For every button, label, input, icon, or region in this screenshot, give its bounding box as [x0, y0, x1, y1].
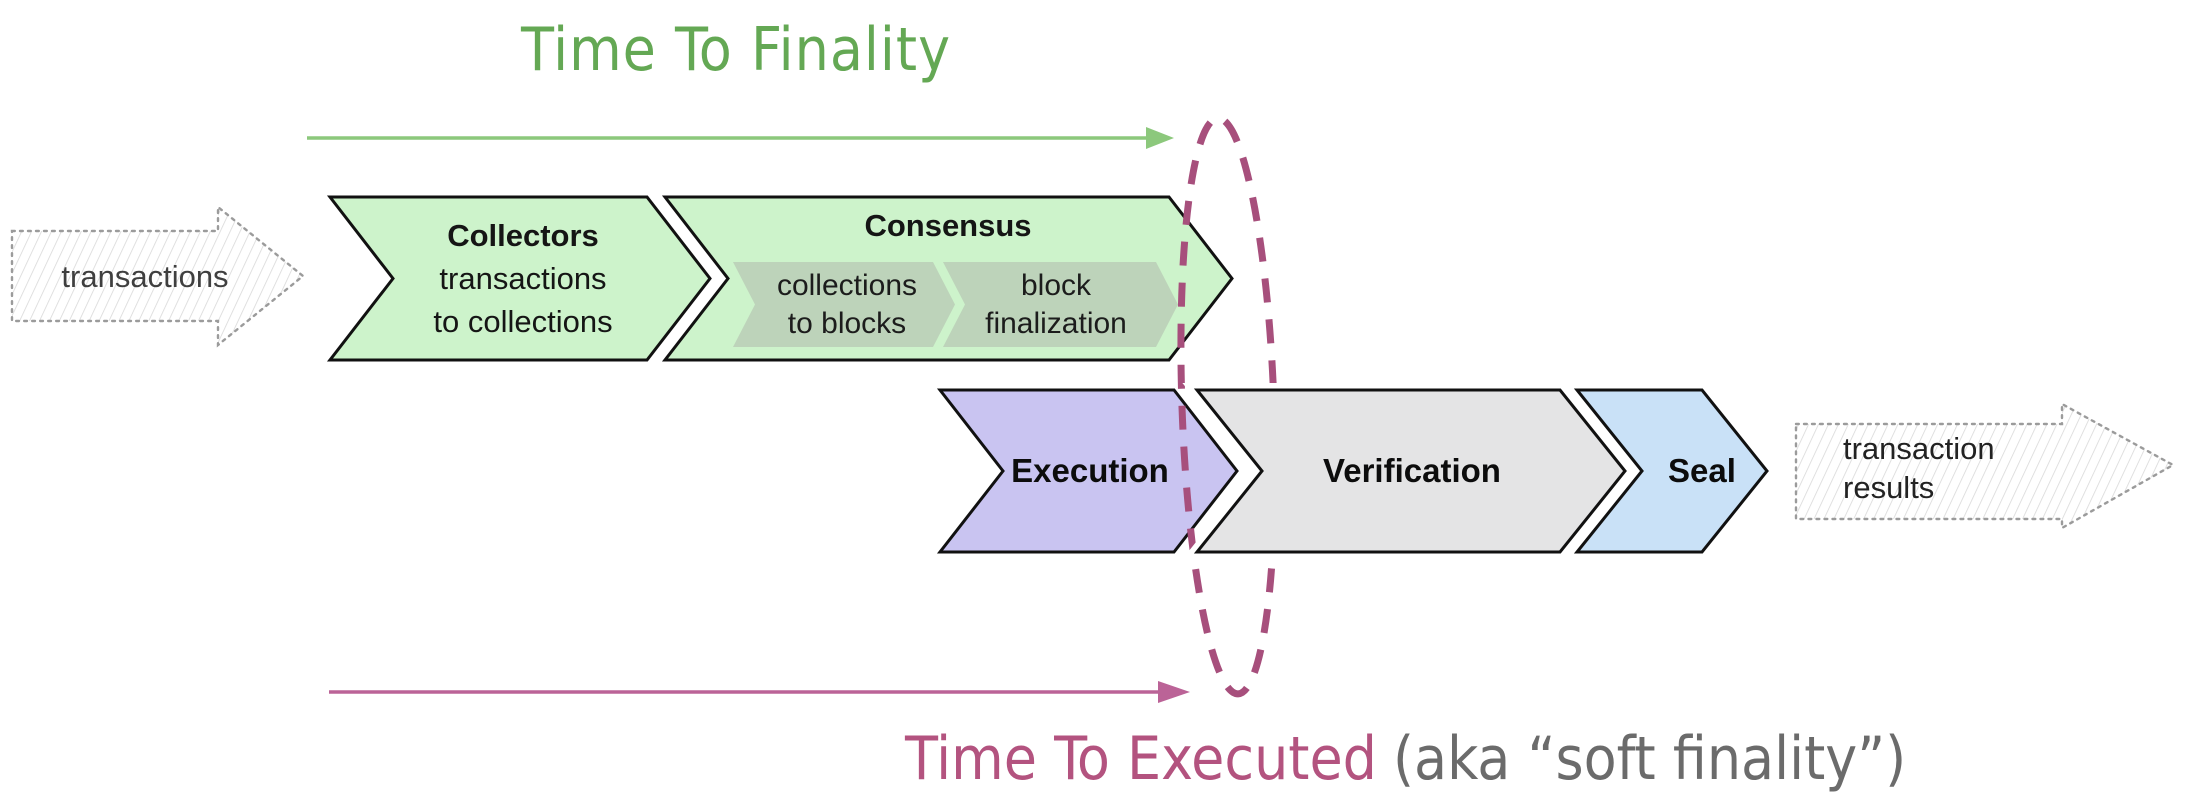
sub1-line2: to blocks — [787, 307, 907, 340]
sub2-line2: finalization — [985, 307, 1127, 340]
verification-chevron — [1193, 388, 1627, 554]
collectors-line1: transactions — [439, 261, 607, 296]
time-to-finality-arrow-icon — [307, 127, 1174, 149]
soft-finality-suffix: (aka “soft finality”) — [1392, 724, 1907, 794]
time-to-executed-arrow-icon — [329, 681, 1190, 703]
transactions-input-label: transactions — [61, 259, 229, 294]
collectors-title: Collectors — [447, 218, 599, 253]
output-arrow-sketch-icon — [1794, 401, 2176, 531]
block-finalization-label: block finalization — [946, 267, 1166, 343]
collectors-line2: to collections — [433, 304, 613, 339]
time-to-executed-title: Time To Executed(aka “soft finality”) — [905, 726, 2145, 792]
sub2-line1: block — [1020, 269, 1092, 302]
time-to-executed-text: Time To Executed — [905, 724, 1377, 794]
transaction-results-line1: transaction — [1843, 431, 1995, 466]
verification-label: Verification — [1323, 452, 1501, 489]
input-arrow-sketch-icon — [10, 204, 305, 348]
seal-label: Seal — [1668, 452, 1736, 489]
transaction-results-label: transaction results — [1843, 429, 2143, 507]
transaction-results-line2: results — [1843, 470, 1935, 505]
execution-chevron — [936, 388, 1239, 554]
collectors-chevron — [326, 195, 712, 362]
consensus-title: Consensus — [864, 208, 1032, 243]
sub1-line1: collections — [776, 269, 918, 302]
collections-to-blocks-label: collections to blocks — [741, 267, 953, 343]
sub-chevron-collections-to-blocks — [733, 262, 955, 347]
time-to-finality-title: Time To Finality — [520, 15, 952, 85]
sub-chevron-block-finalization — [943, 262, 1178, 347]
execution-label: Execution — [1011, 452, 1169, 489]
seal-chevron — [1573, 388, 1769, 554]
collectors-label: Collectors transactions to collections — [393, 214, 653, 343]
